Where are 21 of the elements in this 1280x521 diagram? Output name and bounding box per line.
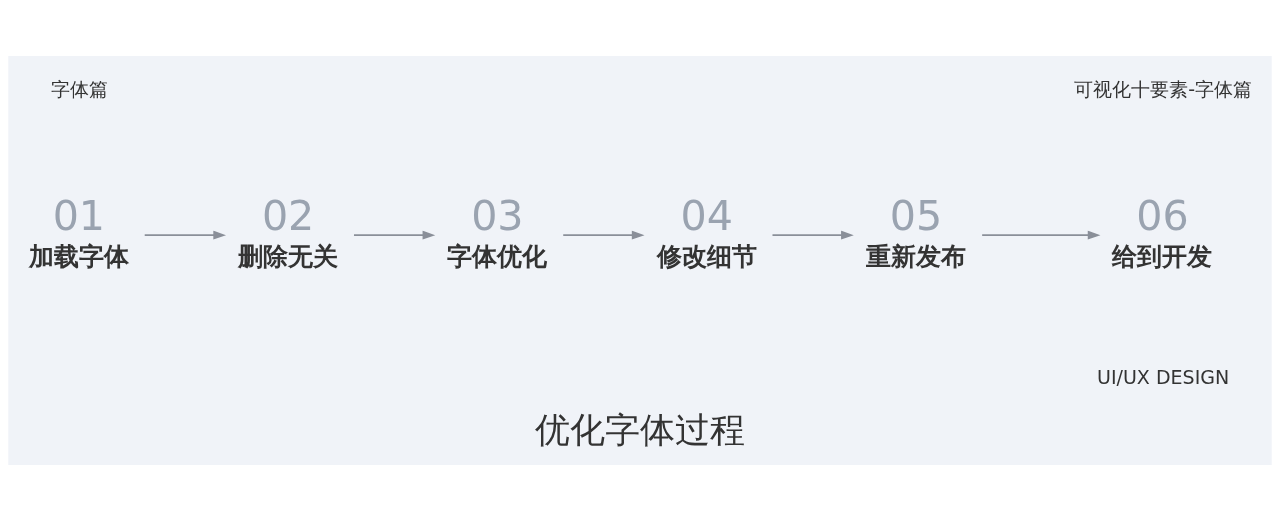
arrow (981, 230, 1101, 240)
label: UI/UX DESIGN (1097, 366, 1230, 389)
node-text: 重新发布 (865, 240, 966, 271)
node-label: 04 (680, 192, 733, 241)
node-text: 字体优化 (447, 240, 548, 271)
node-text: 给到开发 (1112, 240, 1213, 271)
arrow (771, 230, 854, 240)
node-label: 03 (471, 192, 524, 241)
arrow (143, 230, 226, 240)
node-label: 02 (261, 192, 315, 241)
node-label: 01 (52, 192, 106, 241)
arrow (353, 230, 436, 240)
node-label: 06 (1136, 192, 1189, 241)
node-text: 修改细节 (656, 240, 757, 271)
label: 可视化十要素-字体篇 (1074, 77, 1253, 100)
node-label: 05 (889, 192, 943, 241)
arrow (562, 230, 645, 240)
caption: 优化字体过程 (535, 410, 745, 451)
node-text: 删除无关 (238, 240, 339, 271)
node-text: 加载字体 (28, 240, 129, 271)
label: 字体篇 (51, 77, 109, 100)
